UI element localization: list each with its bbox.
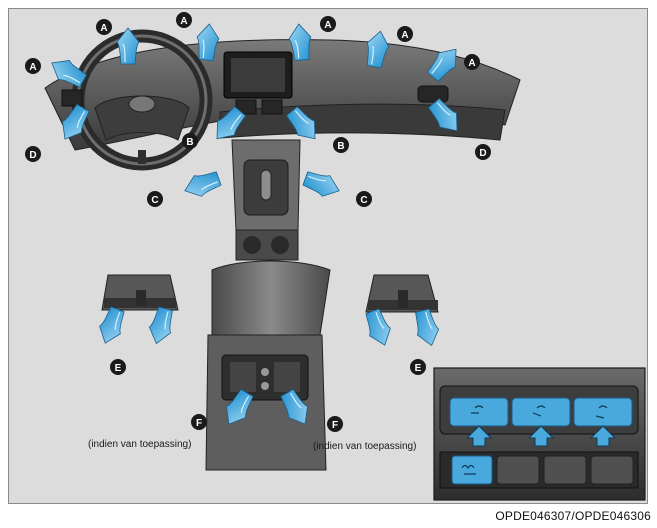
mode-button-floor[interactable] <box>573 397 633 427</box>
svg-text:E: E <box>115 363 122 374</box>
figure-code: OPDE046307/OPDE046306 <box>495 509 651 523</box>
label-a-1: A <box>96 19 112 35</box>
press-arrow-3 <box>589 425 617 447</box>
svg-text:A: A <box>401 30 408 41</box>
label-a-3: A <box>320 16 336 32</box>
svg-text:A: A <box>29 62 36 73</box>
svg-text:B: B <box>186 137 193 148</box>
defrost-button[interactable] <box>451 455 493 485</box>
label-b-1: B <box>182 133 198 149</box>
floor-vent-icon <box>595 405 608 419</box>
label-a-4: A <box>397 26 413 42</box>
svg-text:C: C <box>360 195 367 206</box>
svg-text:A: A <box>324 20 331 31</box>
label-a-2: A <box>176 12 192 28</box>
label-f-2: F <box>327 416 343 432</box>
svg-text:F: F <box>196 418 202 429</box>
press-arrow-2 <box>527 425 555 447</box>
center-console <box>205 139 331 471</box>
svg-text:A: A <box>180 16 187 27</box>
footwell-unit-left <box>101 274 179 311</box>
rear-vent-note-left: (indien van toepassing) <box>88 439 191 450</box>
label-e-2: E <box>410 359 426 375</box>
mode-button-face-floor[interactable] <box>511 397 571 427</box>
label-e-1: E <box>110 359 126 375</box>
label-a-6: A <box>25 58 41 74</box>
side-vent-left <box>61 89 83 107</box>
label-a-5: A <box>464 54 480 70</box>
svg-text:B: B <box>337 141 344 152</box>
svg-text:A: A <box>468 58 475 69</box>
label-d-2: D <box>475 144 491 160</box>
press-arrow-1 <box>465 425 493 447</box>
label-f-1: F <box>191 414 207 430</box>
gear-lever <box>260 169 272 201</box>
footwell-unit-right <box>365 274 439 313</box>
face-and-floor-icon <box>532 405 546 417</box>
svg-text:D: D <box>29 150 36 161</box>
side-vent-right <box>417 85 449 103</box>
label-b-2: B <box>333 137 349 153</box>
svg-text:C: C <box>151 195 158 206</box>
center-vent-right <box>261 99 283 115</box>
mode-panel-inset <box>433 367 646 501</box>
defrost-icon <box>461 464 476 475</box>
label-c-2: C <box>356 191 372 207</box>
svg-text:F: F <box>332 420 338 431</box>
center-vent-left <box>235 99 257 115</box>
front-face-vent-icon <box>471 405 484 414</box>
svg-text:A: A <box>100 23 107 34</box>
svg-text:D: D <box>479 148 486 159</box>
steering-wheel <box>71 29 213 171</box>
mode-button-face[interactable] <box>449 397 509 427</box>
rear-vent-note-right: (indien van toepassing) <box>313 441 416 452</box>
outlet-labels: A A A A A A D D B B C C E E F F <box>25 12 491 432</box>
label-d-1: D <box>25 146 41 162</box>
svg-text:E: E <box>415 363 422 374</box>
dashboard <box>44 29 521 171</box>
label-c-1: C <box>147 191 163 207</box>
